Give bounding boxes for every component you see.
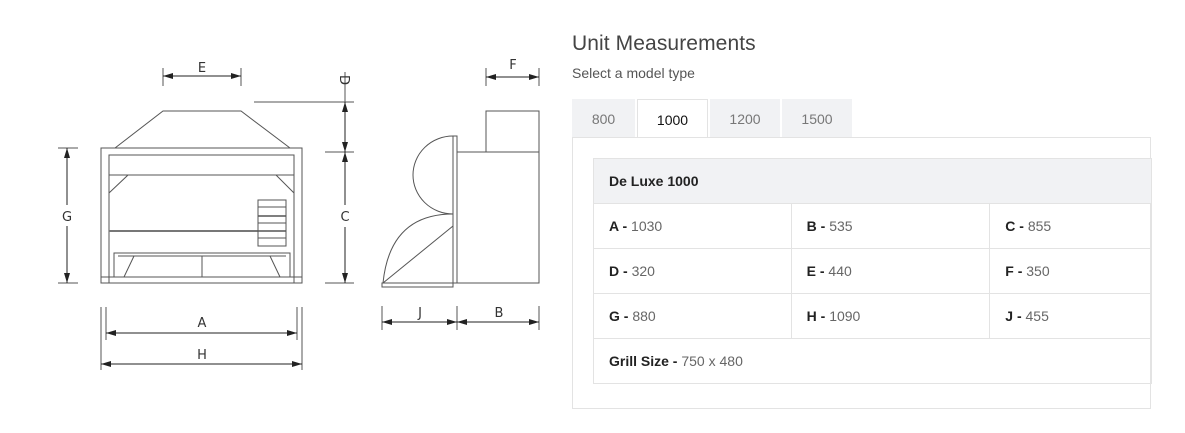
measurement-value: 1090 (829, 308, 861, 324)
page-title: Unit Measurements (572, 32, 756, 55)
measurement-cell-e: E - 440 (790, 248, 991, 294)
dimension-label-h: H (197, 348, 207, 363)
measurement-value: 455 (1025, 308, 1049, 324)
measurement-cell-g: G - 880 (593, 293, 792, 339)
measurements-table: De Luxe 1000 A - 1030 B - 535 C - 855 D … (593, 158, 1152, 384)
dimension-label-g: G (62, 210, 72, 225)
measurement-value: 440 (828, 263, 852, 279)
measurement-cell-h: H - 1090 (790, 293, 991, 339)
dimension-label-c: C (340, 210, 349, 225)
table-row: G - 880 H - 1090 J - 455 (593, 293, 1152, 339)
measurement-cell-b: B - 535 (790, 203, 991, 249)
measurement-value: 855 (1027, 218, 1052, 234)
measurement-value: 320 (631, 263, 655, 279)
measurement-value: 880 (632, 308, 656, 324)
dimension-label-f: F (509, 58, 516, 73)
dimension-label-j: J (417, 306, 422, 321)
model-name: De Luxe 1000 (593, 158, 1152, 204)
measurement-cell-f: F - 350 (989, 248, 1152, 294)
measurement-key: H - (806, 308, 826, 324)
table-row: D - 320 E - 440 F - 350 (593, 248, 1152, 294)
tab-800[interactable]: 800 (572, 99, 635, 137)
measurement-key: B - (806, 218, 826, 234)
measurement-value: 535 (829, 218, 853, 234)
table-row: A - 1030 B - 535 C - 855 (593, 203, 1152, 249)
grill-size-value: 750 x 480 (681, 353, 743, 369)
grill-size-cell: Grill Size - 750 x 480 (593, 338, 1152, 384)
measurement-key: F - (1005, 263, 1023, 279)
measurement-key: J - (1005, 308, 1022, 324)
measurements-panel: De Luxe 1000 A - 1030 B - 535 C - 855 D … (572, 137, 1152, 409)
measurement-cell-c: C - 855 (989, 203, 1152, 249)
measurement-value: 1030 (631, 218, 663, 234)
table-row-grill-size: Grill Size - 750 x 480 (593, 338, 1152, 384)
table-header-row: De Luxe 1000 (593, 158, 1152, 204)
page-subtitle: Select a model type (572, 65, 695, 81)
measurement-key: E - (806, 263, 825, 279)
dimension-label-a: A (198, 316, 207, 331)
dimension-label-b: B (495, 306, 504, 321)
unit-dimension-diagram: E G C D A H F J B (0, 0, 560, 428)
measurement-value: 350 (1026, 263, 1050, 279)
dimension-label-e: E (198, 61, 206, 76)
measurement-key: D - (609, 263, 628, 279)
measurement-cell-a: A - 1030 (593, 203, 792, 249)
dimension-label-d: D (336, 75, 351, 85)
measurement-cell-j: J - 455 (989, 293, 1152, 339)
tab-1500[interactable]: 1500 (782, 99, 852, 137)
measurement-key: C - (1005, 218, 1024, 234)
model-tabs: 800 1000 1200 1500 (572, 99, 854, 138)
tab-1000[interactable]: 1000 (637, 99, 708, 138)
tab-1200[interactable]: 1200 (710, 99, 780, 137)
measurement-cell-d: D - 320 (593, 248, 792, 294)
braai-drawing: E G C D A H F J B (58, 58, 540, 370)
grill-size-key: Grill Size - (609, 353, 678, 369)
measurement-key: A - (609, 218, 628, 234)
measurement-key: G - (609, 308, 629, 324)
